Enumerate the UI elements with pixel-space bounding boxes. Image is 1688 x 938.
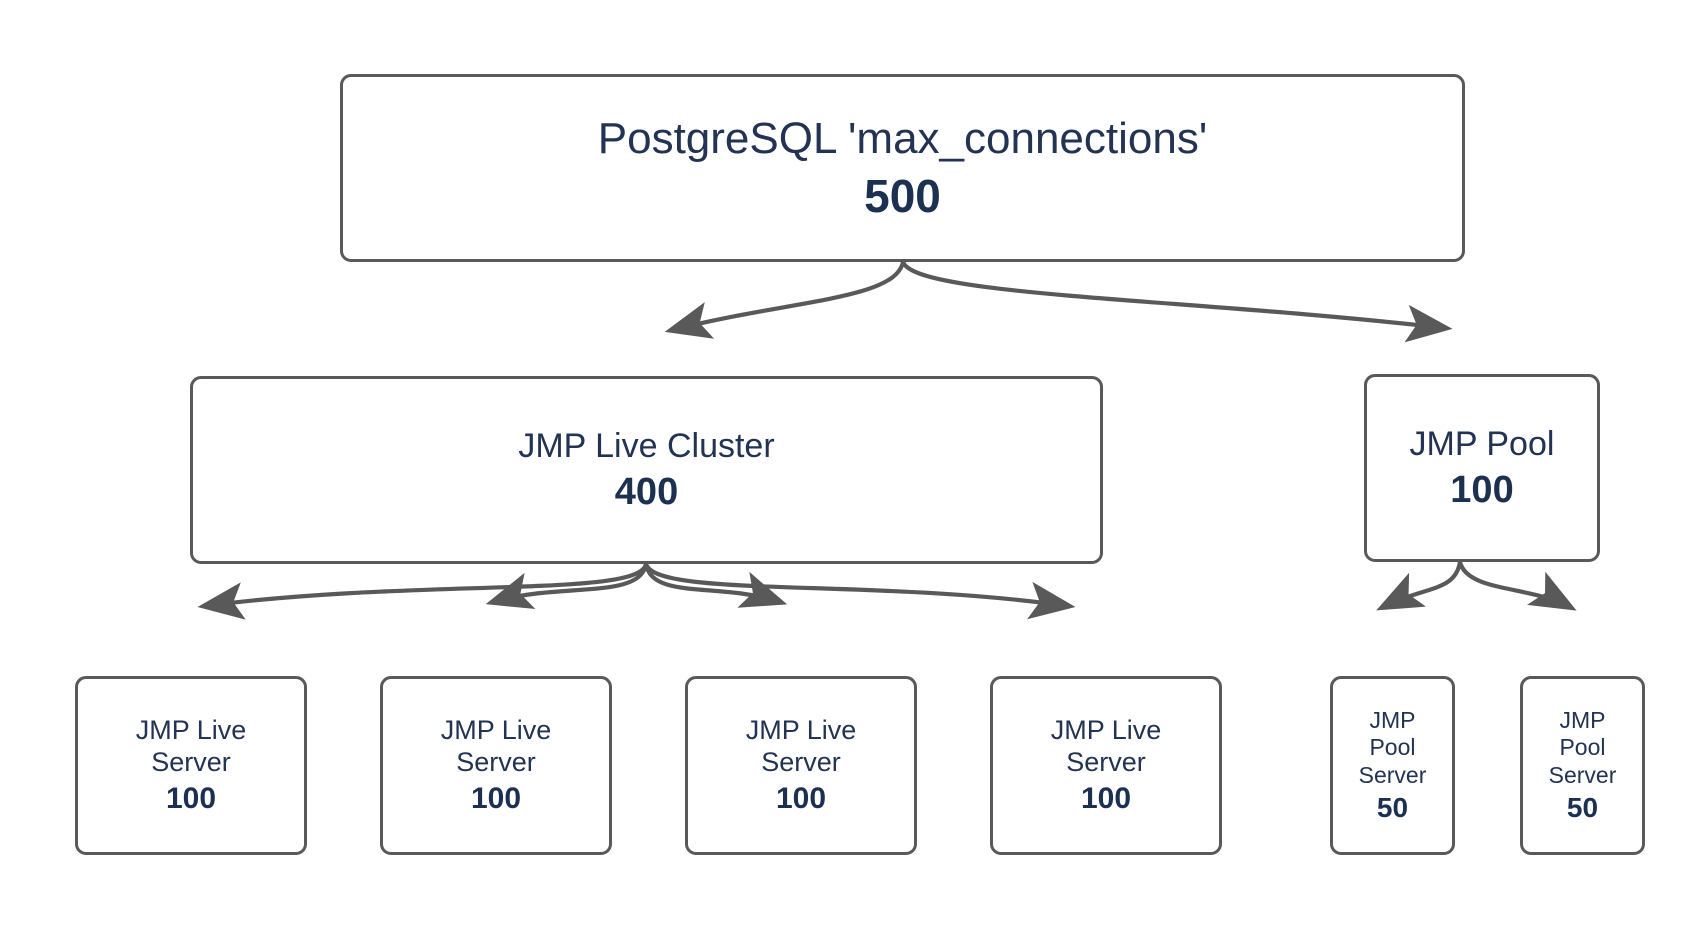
node-label: JMP Live Cluster — [518, 426, 775, 465]
node-jmp-pool-server-1[interactable]: JMP Pool Server 50 — [1330, 676, 1455, 855]
node-value: 500 — [864, 169, 941, 222]
edge-root-to-live-cluster — [664, 259, 906, 339]
node-label: JMP Pool — [1409, 424, 1555, 463]
node-jmp-live-cluster[interactable]: JMP Live Cluster 400 — [190, 376, 1103, 564]
node-jmp-pool[interactable]: JMP Pool 100 — [1364, 374, 1600, 562]
node-value: 100 — [775, 781, 827, 815]
node-value: 50 — [1566, 791, 1599, 823]
node-value: 100 — [1080, 781, 1132, 815]
edge-cluster-to-live-server-1 — [197, 561, 649, 620]
node-jmp-live-server-2[interactable]: JMP Live Server 100 — [380, 676, 612, 855]
node-label: JMP Live Server — [440, 714, 552, 777]
node-label: PostgreSQL 'max_connections' — [597, 113, 1208, 163]
node-label: JMP Live Server — [745, 714, 857, 777]
node-postgresql-max-connections[interactable]: PostgreSQL 'max_connections' 500 — [340, 74, 1465, 262]
edge-root-to-pool — [900, 259, 1453, 343]
edge-pool-to-pool-server-2 — [1457, 559, 1577, 611]
node-jmp-live-server-3[interactable]: JMP Live Server 100 — [685, 676, 917, 855]
edge-cluster-to-live-server-4 — [643, 561, 1076, 620]
edge-cluster-to-live-server-2 — [485, 561, 649, 610]
edge-cluster-to-live-server-3 — [643, 561, 788, 608]
node-label: JMP Live Server — [1050, 714, 1162, 777]
node-jmp-live-server-1[interactable]: JMP Live Server 100 — [75, 676, 307, 855]
node-value: 50 — [1376, 791, 1409, 823]
node-value: 100 — [165, 781, 217, 815]
node-value: 100 — [470, 781, 522, 815]
edge-pool-to-pool-server-1 — [1376, 559, 1463, 611]
node-jmp-pool-server-2[interactable]: JMP Pool Server 50 — [1520, 676, 1645, 855]
node-value: 100 — [1450, 468, 1514, 511]
node-label: JMP Pool Server — [1358, 707, 1427, 788]
node-value: 400 — [614, 470, 679, 513]
node-jmp-live-server-4[interactable]: JMP Live Server 100 — [990, 676, 1222, 855]
node-label: JMP Live Server — [135, 714, 247, 777]
node-label: JMP Pool Server — [1548, 707, 1617, 788]
